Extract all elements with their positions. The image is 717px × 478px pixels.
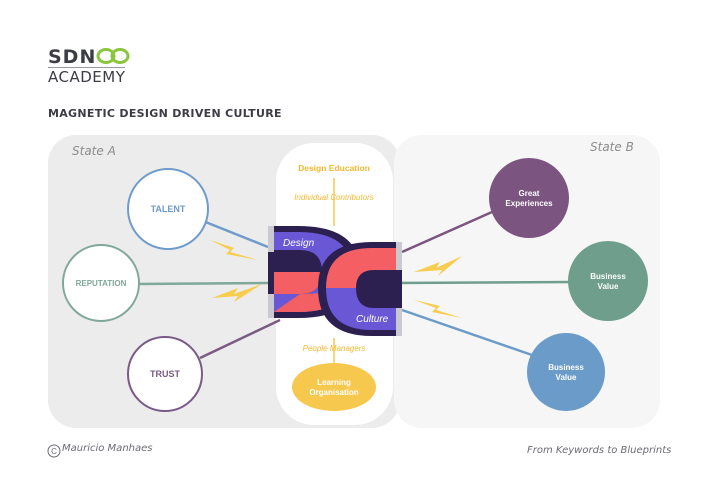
trust-connector xyxy=(199,318,281,360)
talent-label: TALENT xyxy=(151,204,186,214)
state-b-label: State B xyxy=(590,140,634,154)
value2-connector xyxy=(401,308,533,357)
great-experiences-node xyxy=(489,158,569,238)
lightning-bolt-icon xyxy=(414,256,462,276)
people-managers-label: People Managers xyxy=(303,344,366,353)
great-label-line2: Experiences xyxy=(505,199,553,208)
business-value-node-blue xyxy=(527,333,605,411)
great-label-line1: Great xyxy=(519,189,540,198)
infinity-logo-icon xyxy=(96,48,130,64)
value1-connector xyxy=(391,280,573,285)
learning-label-line1: Learning xyxy=(317,378,351,387)
trust-label: TRUST xyxy=(150,369,180,379)
magnet-design-label: Design xyxy=(283,238,315,249)
svg-text:C: C xyxy=(51,447,57,456)
great-connector xyxy=(401,210,493,254)
lightning-bolt-icon xyxy=(212,284,262,302)
talent-node xyxy=(127,168,209,250)
lightning-bolt-icon xyxy=(210,240,258,260)
talent-connector xyxy=(197,217,269,249)
brand-logo-sdn: SDN xyxy=(48,46,97,68)
learning-organisation-node xyxy=(292,363,376,411)
value2-label-line2: Value xyxy=(556,373,577,382)
value1-label-line2: Value xyxy=(598,282,619,291)
brand-logo-academy: ACADEMY xyxy=(48,68,126,86)
copyright-text: Mauricio Manhaes xyxy=(62,443,153,454)
business-value-node-green xyxy=(568,241,648,321)
copyright-icon: C xyxy=(47,444,61,458)
culture-magnet xyxy=(318,242,402,336)
reputation-node xyxy=(62,244,140,322)
tagline-text: From Keywords to Blueprints xyxy=(527,445,672,456)
state-a-label: State A xyxy=(72,144,116,158)
reputation-connector xyxy=(135,281,269,286)
trust-node xyxy=(127,336,203,412)
design-education-label: Design Education xyxy=(298,163,370,173)
value1-label-line1: Business xyxy=(590,272,626,281)
magnet-culture-label: Culture xyxy=(356,314,389,325)
diagram-title: MAGNETIC DESIGN DRIVEN CULTURE xyxy=(48,107,282,120)
brand-logo-divider xyxy=(48,67,125,68)
learning-label-line2: Organisation xyxy=(309,388,358,397)
value2-label-line1: Business xyxy=(548,363,584,372)
individual-contributors-label: Individual Contributors xyxy=(294,193,374,202)
reputation-label: REPUTATION xyxy=(76,279,127,288)
